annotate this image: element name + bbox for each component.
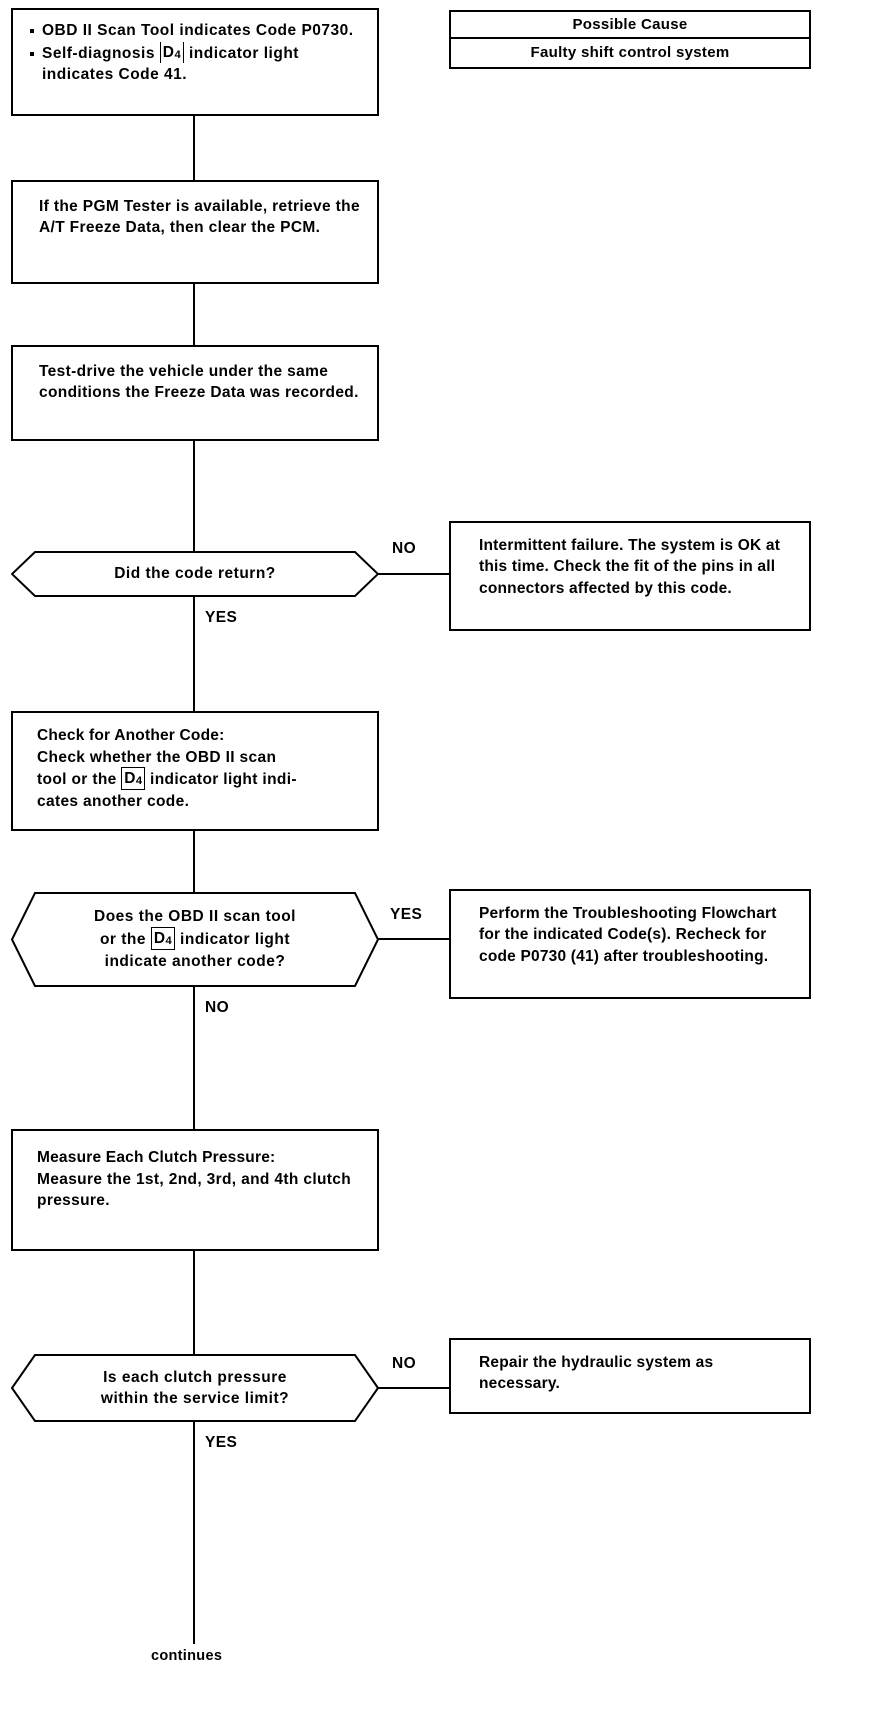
result-repair-hydraulic-box: Repair the hydraulic system as necessary… (449, 1338, 811, 1414)
symptom-bullet-1: OBD II Scan Tool indicates Code P0730. (29, 20, 369, 41)
decision-another-code-line1: Does the OBD II scan tool (94, 908, 296, 926)
symptom-bullet-2-pre: Self-diagnosis (42, 45, 160, 63)
decision2-branch-no-label: NO (205, 999, 230, 1016)
decision3-branch-no-label: NO (392, 1355, 417, 1372)
step-test-drive-box: Test-drive the vehicle under the same co… (11, 345, 379, 441)
decision-clutch-pressure-line1: Is each clutch pressure (103, 1368, 287, 1386)
result-intermittent-box: Intermittent failure. The system is OK a… (449, 521, 811, 631)
result-troubleshoot-box: Perform the Troubleshooting Flowchart fo… (449, 889, 811, 999)
symptom-bullet-2: Self-diagnosis D4 indicator light indica… (29, 42, 369, 85)
decision-another-code-label: Does the OBD II scan tool or the D4 indi… (11, 892, 379, 987)
connector-step4-to-decision3 (193, 1251, 195, 1356)
symptom-bullet-1-text: OBD II Scan Tool indicates Code P0730. (42, 22, 354, 39)
step-test-drive-text: Test-drive the vehicle under the same co… (39, 363, 359, 402)
connector-decision1-no (378, 573, 449, 575)
d4-indicator-icon: D4 (159, 42, 185, 64)
step-measure-clutch-box: Measure Each Clutch Pressure: Measure th… (11, 1129, 379, 1251)
decision-clutch-pressure-line2: within the service limit? (100, 1390, 290, 1407)
step-check-another-code-line2-pre: tool or the (37, 770, 122, 788)
decision-another-code-line3: indicate another code? (104, 953, 286, 971)
symptom-box: OBD II Scan Tool indicates Code P0730. S… (11, 8, 379, 116)
decision-another-code-line2: or the D4 indicator light (94, 926, 296, 951)
possible-cause-row-0: Faulty shift control system (530, 44, 730, 61)
decision1-branch-yes-label: YES (205, 609, 238, 626)
connector-decision2-yes (378, 938, 449, 940)
step-measure-clutch-heading: Measure Each Clutch Pressure: (37, 1149, 276, 1166)
decision1-branch-no-label: NO (392, 540, 417, 557)
step-measure-clutch-text: Measure the 1st, 2nd, 3rd, and 4th clutc… (37, 1170, 352, 1209)
connector-step2-to-decision1 (193, 441, 195, 552)
possible-cause-header: Possible Cause (451, 12, 809, 39)
connector-symptom-to-step1 (193, 116, 195, 180)
step-pgm-tester-box: If the PGM Tester is available, retrieve… (11, 180, 379, 284)
connector-decision3-no (378, 1387, 449, 1389)
result-troubleshoot-text: Perform the Troubleshooting Flowchart fo… (479, 905, 777, 965)
d4-indicator-icon: D4 (121, 766, 146, 790)
step-check-another-code-box: Check for Another Code: Check whether th… (11, 711, 379, 831)
decision-clutch-pressure-label: Is each clutch pressure within the servi… (11, 1354, 379, 1422)
decision2-branch-yes-label: YES (390, 906, 423, 923)
possible-cause-table: Possible Cause Faulty shift control syst… (449, 10, 811, 69)
step-check-another-code-line3: cates another code. (37, 792, 190, 810)
step-pgm-tester-text: If the PGM Tester is available, retrieve… (39, 198, 360, 237)
result-intermittent-text: Intermittent failure. The system is OK a… (479, 537, 781, 597)
decision-code-return-label: Did the code return? (114, 565, 276, 583)
connector-step1-to-step2 (193, 284, 195, 346)
decision3-branch-yes-label: YES (205, 1434, 238, 1451)
d4-indicator-icon: D4 (150, 926, 176, 951)
connector-step3-to-decision2 (193, 831, 195, 893)
decision-another-code: Does the OBD II scan tool or the D4 indi… (11, 892, 379, 987)
result-repair-hydraulic-text: Repair the hydraulic system as necessary… (479, 1354, 714, 1393)
connector-decision2-no (193, 987, 195, 1142)
symptom-bullet-2-post: indicator light indicates Code 41. (42, 45, 299, 84)
step-check-another-code-line1: Check whether the OBD II scan (37, 748, 277, 766)
connector-decision1-yes (193, 597, 195, 711)
step-check-another-code-line2: tool or the D4 indicator light indi- (37, 766, 367, 791)
step-check-another-code-heading: Check for Another Code: (37, 727, 225, 744)
step-check-another-code-line2-post: indicator light indi- (145, 770, 297, 788)
decision-clutch-pressure: Is each clutch pressure within the servi… (11, 1354, 379, 1422)
continues-label: continues (151, 1648, 223, 1664)
decision-code-return: Did the code return? (11, 551, 379, 597)
connector-decision3-yes (193, 1422, 195, 1644)
decision-another-code-line2-pre: or the (99, 930, 151, 948)
symptom-bullet-list: OBD II Scan Tool indicates Code P0730. S… (29, 20, 369, 85)
decision-another-code-line2-post: indicator light (175, 930, 291, 948)
